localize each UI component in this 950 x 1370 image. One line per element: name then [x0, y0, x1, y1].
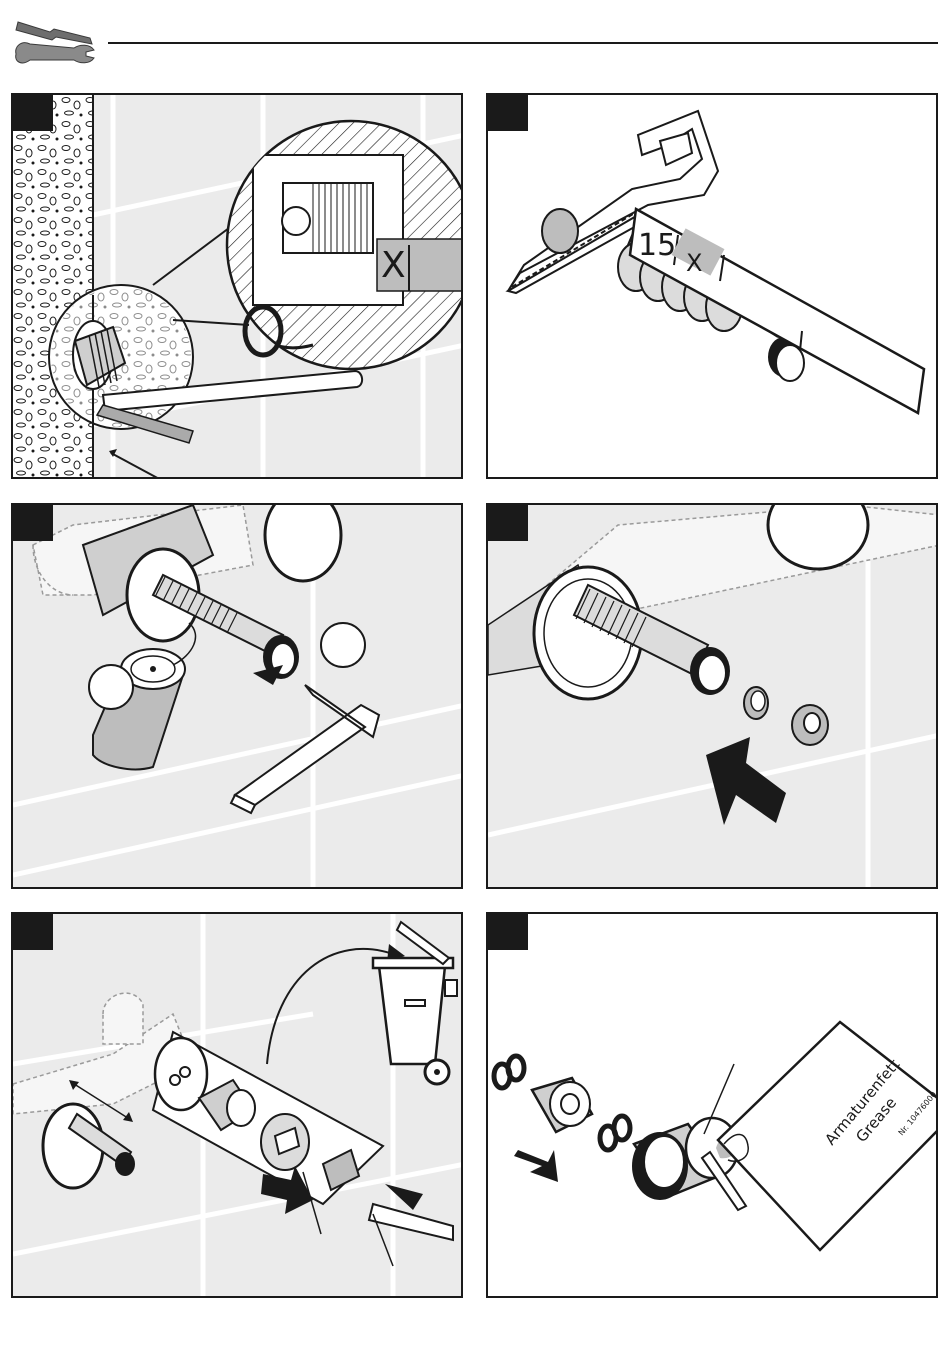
panel-5-illustration [13, 914, 463, 1298]
panel-2-15-label: 15 [638, 228, 676, 263]
panel-4-illustration [488, 505, 938, 889]
step-number-box [488, 95, 528, 131]
panel-6-illustration: Armaturenfett Grease Nr. 10476000 [488, 914, 938, 1298]
panel-step-6: Armaturenfett Grease Nr. 10476000 [486, 912, 938, 1298]
panel-3-illustration [13, 505, 463, 889]
header-rule [108, 42, 938, 44]
panel-step-4 [486, 503, 938, 889]
panel-1-illustration: X [13, 95, 463, 479]
panel-2-illustration: 15 X [488, 95, 938, 479]
wrench-screwdriver-icon [10, 10, 100, 68]
step-number-box [488, 914, 528, 950]
panel-step-5 [11, 912, 463, 1298]
panel-step-2: 15 X [486, 93, 938, 479]
step-number-box [13, 914, 53, 950]
tools-header [10, 10, 100, 68]
step-number-box [13, 95, 53, 131]
panel-step-1: X [11, 93, 463, 479]
step-number-box [13, 505, 53, 541]
panel-step-3 [11, 503, 463, 889]
panel-1-x-label: X [381, 245, 406, 286]
panel-2-x-label: X [686, 249, 702, 277]
step-number-box [488, 505, 528, 541]
